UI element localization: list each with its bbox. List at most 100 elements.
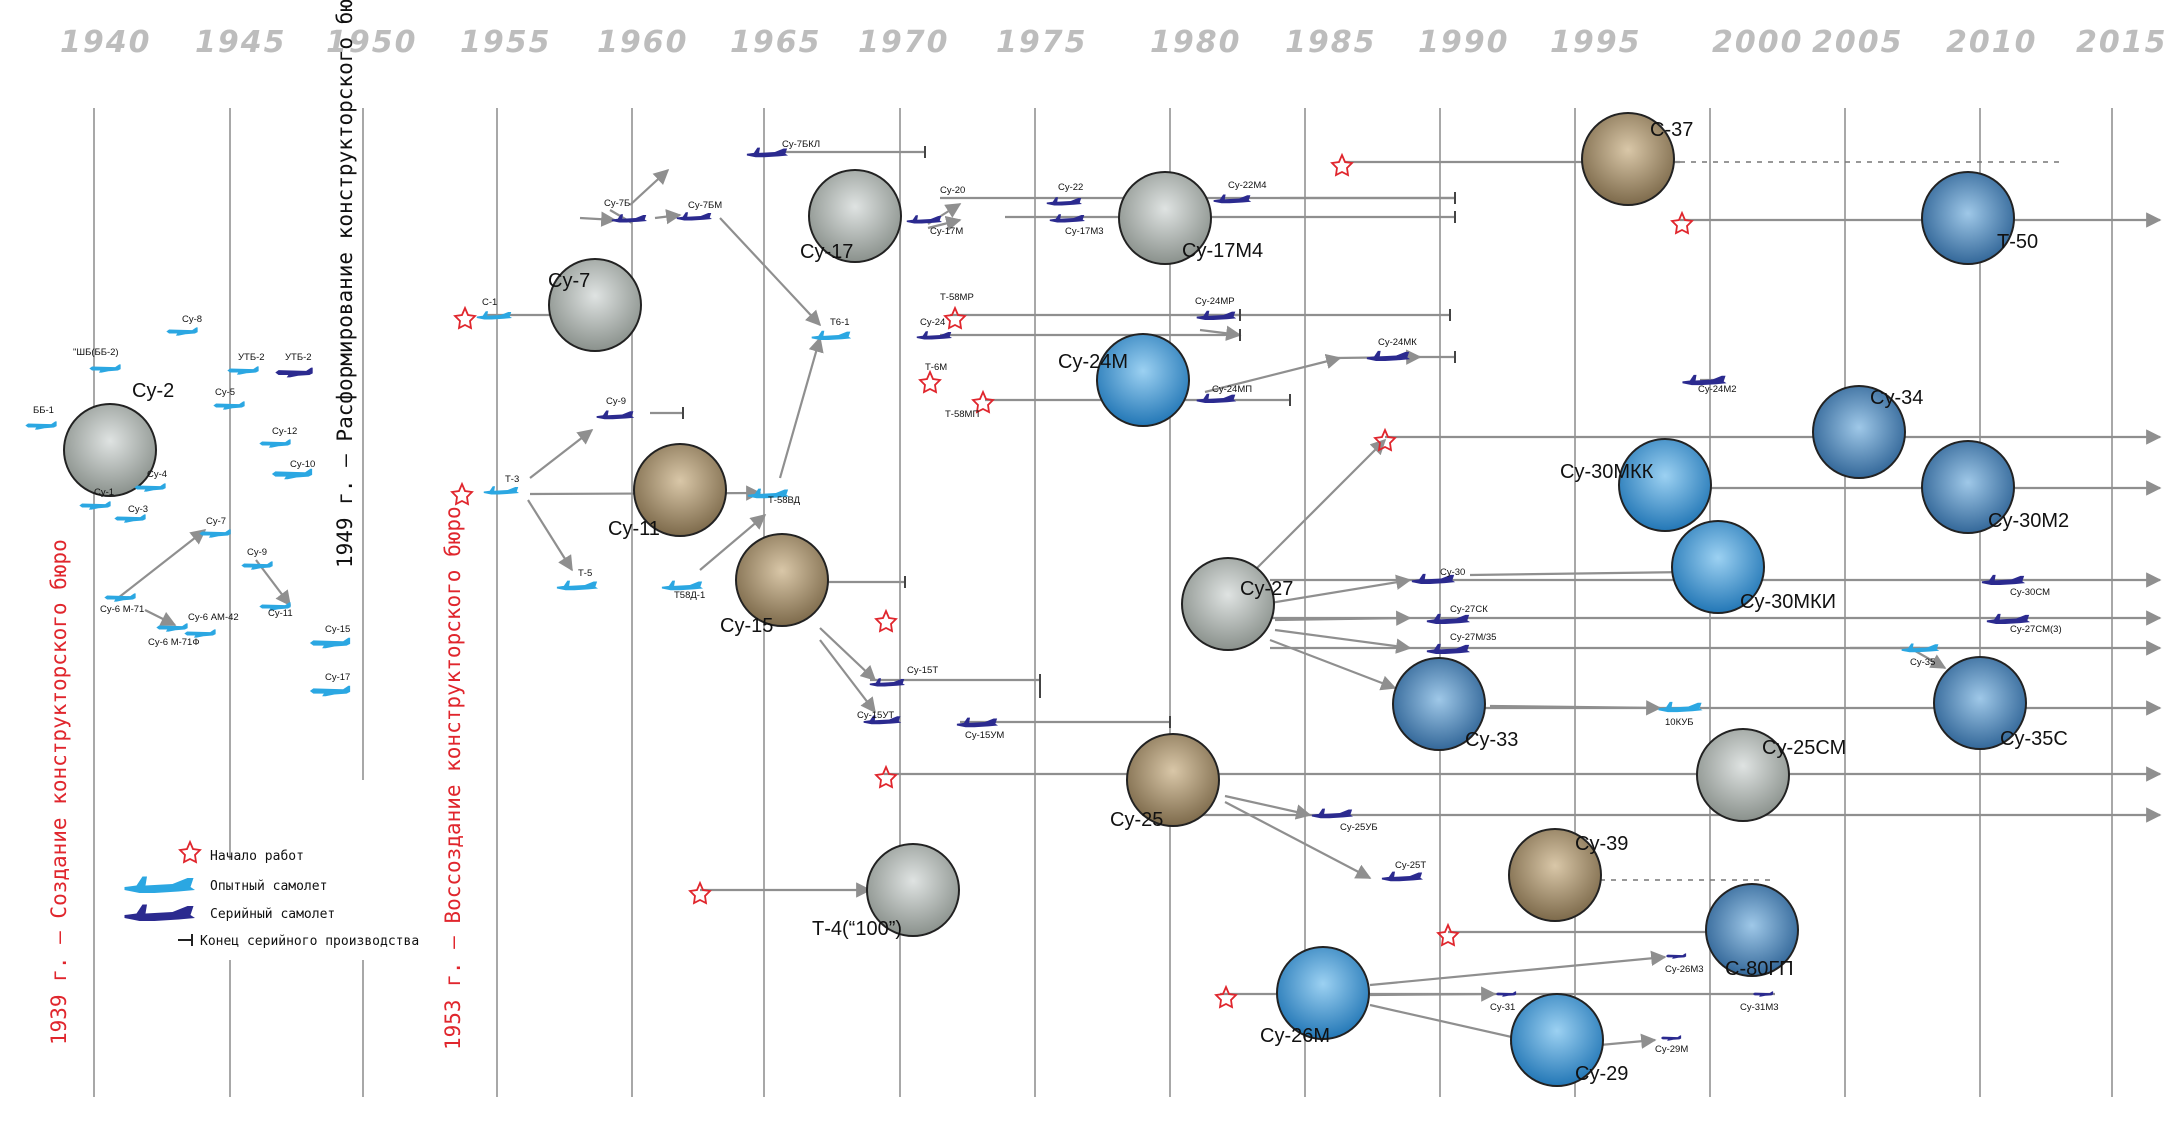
plane-label: УТБ-2	[238, 352, 265, 363]
su25-label: Су-25	[1110, 809, 1163, 831]
plane-label: Т-3	[505, 474, 519, 485]
year-label: 1985	[1285, 25, 1377, 60]
plane-label: Су-11	[268, 608, 293, 619]
su30mkk-photo	[1618, 438, 1712, 532]
legend-experimental-label: Опытный самолет	[210, 879, 327, 894]
plane-label: Т-6М	[925, 362, 947, 373]
plane-icon	[166, 327, 198, 336]
photo-circles	[63, 112, 2027, 1087]
plane-icon	[259, 439, 291, 448]
plane-label: Су-15УТ	[857, 710, 894, 721]
legend-end-label: Конец серийного производства	[200, 934, 419, 949]
start-markers	[450, 152, 1694, 1009]
star-icon	[943, 305, 967, 330]
plane-label: Су-17	[325, 672, 350, 683]
plane-icon	[483, 486, 519, 495]
su33-photo	[1392, 657, 1486, 751]
su7-photo	[548, 258, 642, 352]
plane-icon	[114, 514, 146, 523]
plane-label: Су-6 АМ-42	[188, 612, 239, 623]
plane-label: Су-6 М-71	[100, 604, 144, 615]
note-1939: 1939 г. — Создание конструкторского бюро	[47, 539, 71, 1045]
plane-label: Т-58ВД	[768, 495, 801, 506]
star-icon	[874, 608, 898, 633]
plane-label: Су-4	[147, 469, 167, 480]
plane-label: Су-24М2	[1698, 384, 1737, 395]
year-label: 1990	[1418, 25, 1510, 60]
plane-label: Су-24МК	[1378, 337, 1417, 348]
star-icon	[1670, 210, 1694, 235]
plane-icon	[1196, 393, 1237, 404]
plane-icon	[811, 330, 852, 341]
year-label: 1970	[858, 25, 950, 60]
plane-label: Су-22М4	[1228, 180, 1267, 191]
star-icon	[1373, 427, 1397, 452]
plane-icon	[1495, 991, 1517, 997]
su7-label: Су-7	[548, 270, 590, 292]
plane-label: Су-35	[1910, 657, 1935, 668]
plane-label: Су-7БМ	[688, 200, 722, 211]
su11-label: Су-11	[608, 518, 660, 540]
plane-label: Су-6 М-71Ф	[148, 637, 200, 648]
star-icon	[178, 839, 202, 864]
plane-label: Су-7БКЛ	[782, 139, 820, 150]
plane-label: Су-25УБ	[1340, 822, 1378, 833]
plane-label: Су-22	[1058, 182, 1083, 193]
su15-photo	[735, 533, 829, 627]
plane-label: Су-30СМ	[2010, 587, 2050, 598]
plane-label: Т-58МП	[945, 409, 979, 420]
plane-label: Су-24МР	[1195, 296, 1235, 307]
note-1949: 1949 г. — Расформирование конструкторско…	[333, 0, 357, 568]
year-label: 1940	[60, 25, 152, 60]
su17m4-photo	[1118, 171, 1212, 265]
plane-icon	[1665, 953, 1687, 959]
su17-photo	[808, 169, 902, 263]
year-label: 1945	[195, 25, 287, 60]
star-icon	[1436, 922, 1460, 947]
plane-icon	[916, 331, 952, 340]
year-axis: 1940 1945 1950 1955 1960 1965 1970 1975 …	[60, 25, 2166, 60]
legend: Начало работ Опытный самолет Серийный са…	[124, 839, 419, 949]
plane-icon	[227, 366, 259, 375]
plane-icon	[906, 215, 942, 224]
plane-label: Су-7Б	[604, 198, 630, 209]
plane-icon	[104, 593, 136, 602]
plane-label: Су-27СМ(3)	[2010, 624, 2062, 635]
plane-label: УТБ-2	[285, 352, 312, 363]
plane-icon	[275, 367, 313, 378]
plane-label: Су-31М3	[1740, 1002, 1779, 1013]
plane-label: Су-5	[215, 387, 235, 398]
su2-label: Су-2	[132, 380, 174, 402]
plane-label: Су-8	[182, 314, 202, 325]
su34-photo	[1812, 385, 1906, 479]
plane-label: Су-3	[128, 504, 148, 515]
year-label: 1975	[996, 25, 1088, 60]
year-label: 2000	[1712, 25, 1804, 60]
su26m-photo	[1276, 946, 1370, 1040]
star-icon	[1330, 152, 1354, 177]
plane-icon	[676, 212, 712, 221]
plane-label: Су-30	[1440, 567, 1465, 578]
su30m2-label: Су-30М2	[1988, 510, 2069, 532]
circle-labels: Су-2 Су-7 Су-11 Су-15 Су-17 Су-17М4 Су-2…	[132, 119, 2069, 1085]
year-label: 1955	[460, 25, 552, 60]
su17m4-label: Су-17М4	[1182, 240, 1263, 262]
year-label: 1980	[1150, 25, 1242, 60]
plane-icon	[1049, 214, 1085, 223]
star-icon	[874, 764, 898, 789]
plane-icon	[1752, 991, 1774, 997]
su25-photo	[1126, 733, 1220, 827]
su27-photo	[1181, 557, 1275, 651]
plane-label: Т-58МР	[940, 292, 974, 303]
legend-serial-label: Серийный самолет	[210, 907, 335, 922]
plane-label: Су-27М/35	[1450, 632, 1496, 643]
star-icon	[918, 369, 942, 394]
plane-label: Су-17М3	[1065, 226, 1104, 237]
plane-icon	[1381, 871, 1423, 882]
su27-label: Су-27	[1240, 578, 1293, 600]
su39-label: Су-39	[1575, 833, 1628, 855]
year-label: 1950	[326, 25, 418, 60]
legend-start-label: Начало работ	[210, 849, 304, 864]
plane-label: Су-15	[325, 624, 350, 635]
